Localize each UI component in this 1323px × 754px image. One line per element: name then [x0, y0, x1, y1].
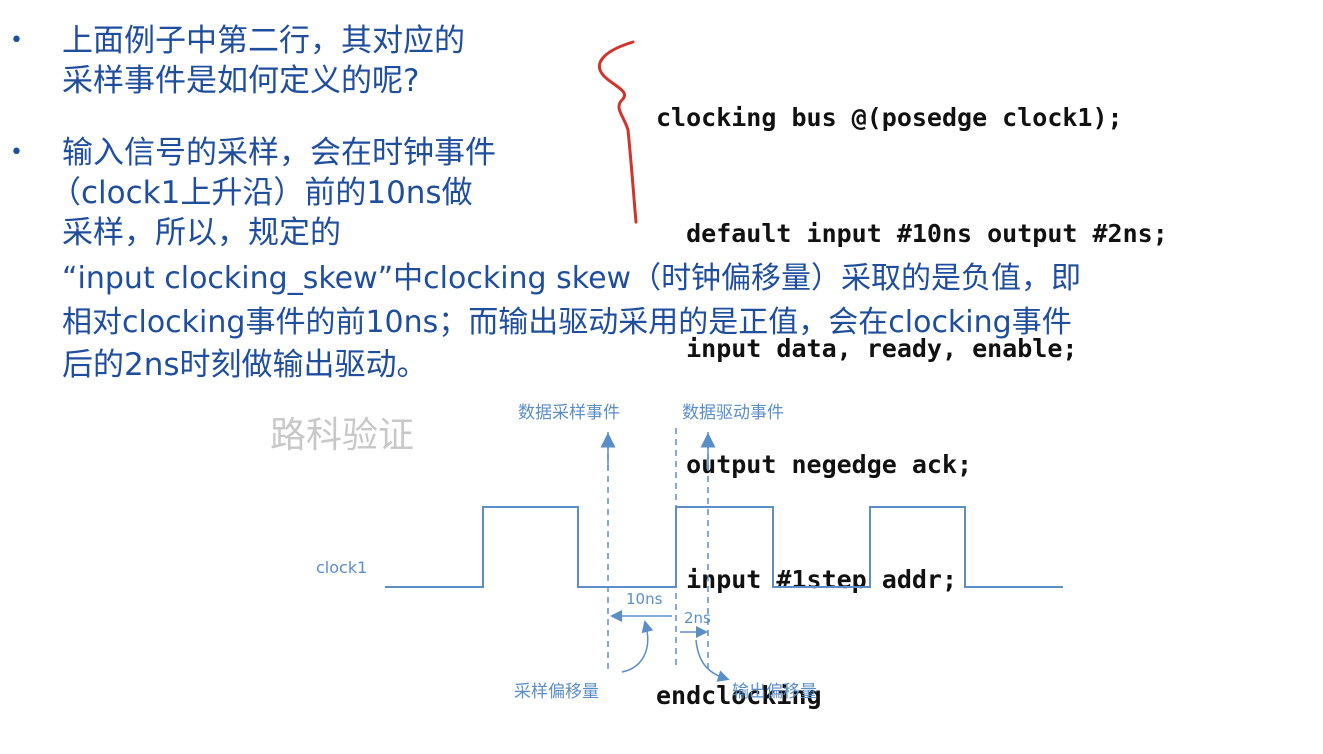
code-line-5: input #1step addr;: [656, 565, 958, 594]
bullet-2-line-3: 采样，所以，规定的: [62, 215, 341, 251]
code-line-2: default input #10ns output #2ns;: [656, 218, 1168, 248]
code-line-1: clocking bus @(posedge clock1);: [656, 103, 1123, 132]
code-line-4: output negedge ack;: [656, 449, 973, 479]
drive-event-label: 数据驱动事件: [682, 403, 784, 423]
clock1-label: clock1: [316, 558, 367, 577]
output-offset-pointer: [695, 639, 730, 682]
code-line-3: input data, ready, enable;: [656, 334, 1078, 363]
red-brace: [597, 40, 638, 224]
clock1-waveform: [385, 506, 1063, 588]
output-skew-label: 2ns: [684, 609, 711, 627]
code-line-6: endclocking: [656, 680, 822, 710]
bullet-2-line-4: “input clocking_skew”中clocking skew（时钟偏移…: [62, 261, 1082, 296]
bullet-2-line-1: 输入信号的采样，会在时钟事件: [62, 135, 496, 171]
sample-event-label: 数据采样事件: [518, 403, 620, 423]
output-offset-label: 输出偏移量: [732, 682, 817, 702]
bullet-marker-2: •: [10, 140, 23, 165]
bullet-1-line-2: 采样事件是如何定义的呢?: [62, 63, 420, 99]
bullet-2-line-6: 后的2ns时刻做输出驱动。: [62, 347, 428, 383]
bullet-1-line-1: 上面例子中第二行，其对应的: [62, 23, 465, 59]
bullet-2-line-5: 相对clocking事件的前10ns；而输出驱动采用的是正值，会在clockin…: [62, 305, 1072, 340]
bullet-2-line-2: （clock1上升沿）前的10ns做: [50, 175, 473, 211]
bullet-marker-1: •: [10, 28, 23, 53]
input-skew-label: 10ns: [626, 590, 663, 608]
watermark: 路科验证: [270, 415, 415, 456]
sample-offset-label: 采样偏移量: [514, 682, 599, 702]
diagram-canvas: clock1 数据采样事件 数据驱动事件 10ns 2ns 采样偏移量 输出偏移…: [316, 40, 1063, 702]
code-block: clocking bus @(posedge clock1); default …: [656, 22, 1168, 754]
sample-offset-pointer: [621, 620, 654, 673]
